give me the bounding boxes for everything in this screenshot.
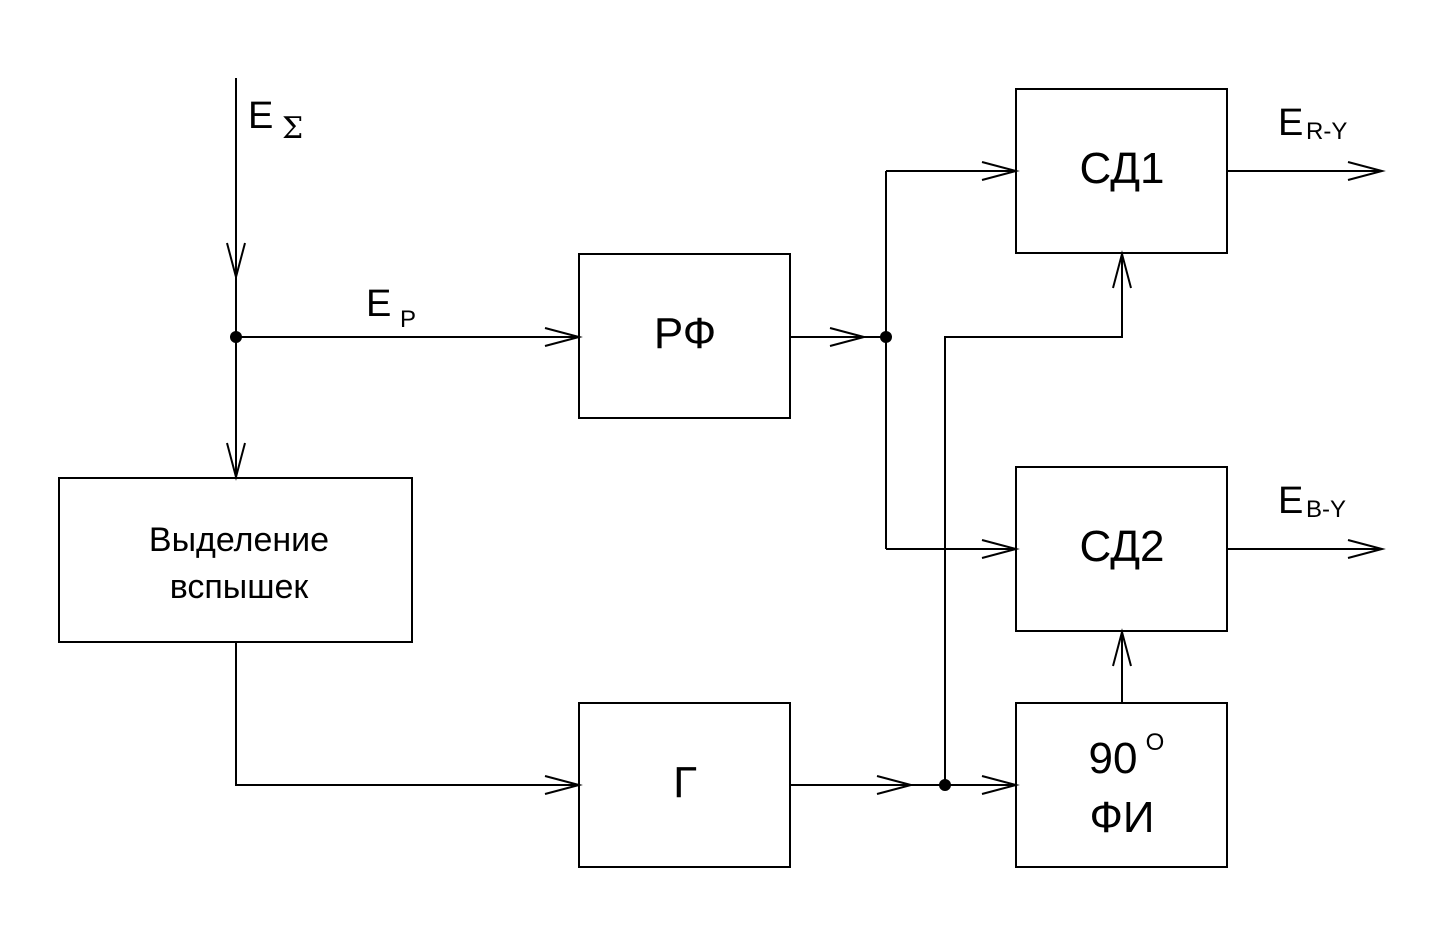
bandpass-filter-block: РФ xyxy=(578,253,791,419)
input-signal-sub: Σ xyxy=(282,111,303,146)
burst-selector-input-arrow xyxy=(226,442,246,481)
input-arrow xyxy=(226,242,246,281)
chroma-signal-base: E xyxy=(366,283,391,325)
degree-symbol: O xyxy=(1146,729,1165,756)
burst-selector-label-line1: Выделение xyxy=(149,521,329,559)
generator-input-arrow xyxy=(544,775,583,795)
out-ry-base: E xyxy=(1278,102,1303,144)
out-ry-arrow xyxy=(1347,161,1386,181)
demod1-label: СД1 xyxy=(1079,144,1164,193)
chroma-signal-sub: P xyxy=(400,306,416,333)
generator-block: Г xyxy=(578,702,791,868)
demod2-label: СД2 xyxy=(1079,522,1164,571)
demod1-input-arrow xyxy=(981,161,1020,181)
burst-selector-label-line2: вспышек xyxy=(170,568,310,606)
burst-selector-block: Выделение вспышек xyxy=(58,477,413,643)
out-by-label: E B-Y xyxy=(1278,480,1346,523)
chroma-arrow xyxy=(544,327,583,347)
filter-output-arrow xyxy=(829,327,868,347)
generator-output-arrow xyxy=(876,775,915,795)
out-by-base: E xyxy=(1278,480,1303,522)
burst-wire xyxy=(235,643,578,786)
input-signal-base: E xyxy=(248,95,273,137)
phase-shifter-label-line1: 90 xyxy=(1089,734,1138,783)
out-ry-sub: R-Y xyxy=(1306,118,1347,145)
chroma-signal-label: E P xyxy=(366,283,416,333)
demod1-reference-arrow xyxy=(1112,250,1132,289)
generator-label: Г xyxy=(673,758,697,807)
input-signal-label: E Σ xyxy=(248,95,303,146)
reference-wire xyxy=(944,254,1123,785)
bandpass-filter-label: РФ xyxy=(654,309,716,358)
out-by-arrow xyxy=(1347,539,1386,559)
demod1-block: СД1 xyxy=(1015,88,1228,254)
input-junction xyxy=(230,331,242,343)
out-ry-label: E R-Y xyxy=(1278,102,1347,145)
demod2-reference-arrow xyxy=(1112,628,1132,667)
out-by-sub: B-Y xyxy=(1306,496,1346,523)
phase-shifter-input-arrow xyxy=(981,775,1020,795)
phase-shifter-label-line2: ФИ xyxy=(1089,793,1154,842)
phase-shifter-block: 90 O ФИ xyxy=(1015,702,1228,868)
demod2-block: СД2 xyxy=(1015,466,1228,632)
demod2-input-arrow xyxy=(981,539,1020,559)
